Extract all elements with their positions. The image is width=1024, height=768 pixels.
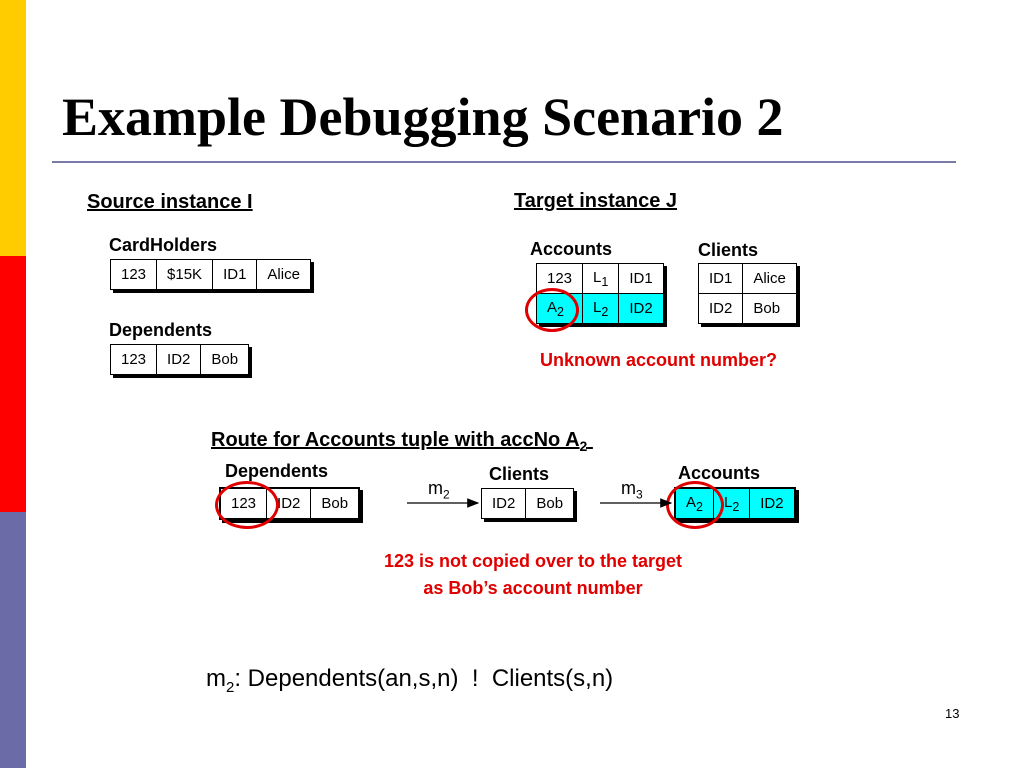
accent-bar-red [0,256,26,512]
route-heading: Route for Accounts tuple with accNo A2 [211,429,593,454]
mapping-formula: m2: Dependents(an,s,n) ! Clients(s,n) [206,665,613,696]
table-row: 123 $15K ID1 Alice [109,259,311,290]
dependents-table: 123 ID2 Bob [109,344,250,375]
table-cell: $15K [156,259,214,290]
route-heading-text: Route for Accounts tuple with accNo A [211,429,580,451]
route-note-line: 123 is not copied over to the target [383,551,683,571]
table-cell: Bob [525,488,575,519]
table-cell: Alice [256,259,311,290]
mapping-text: m [621,478,636,498]
table-cell: ID2 [156,344,202,375]
unknown-account-note: Unknown account number? [540,350,778,370]
route-note: 123 is not copied over to the target as … [320,548,746,602]
page-number: 13 [945,706,960,721]
mapping-subscript: 2 [443,487,450,502]
formula-m: m [206,665,226,692]
cell-text: L [723,493,733,511]
cell-subscript: 2 [601,304,609,319]
route-dependents-label: Dependents [225,461,329,481]
target-heading: Target instance J [514,190,678,212]
slide-title: Example Debugging Scenario 2 [62,87,784,147]
clients-label: Clients [698,240,759,260]
route-note-line: as Bob’s account number [423,578,643,598]
mapping-subscript: 3 [636,487,643,502]
table-cell: ID2 [749,487,796,520]
table-cell: ID1 [212,259,258,290]
table-cell: Bob [200,344,250,375]
cell-subscript: 2 [732,499,740,514]
accounts-label: Accounts [530,239,613,259]
table-cell: Bob [310,487,360,520]
table-cell: 123 [109,344,158,375]
cell-text: L [593,268,602,286]
dependents-label: Dependents [109,320,213,340]
route-clients-table: ID2 Bob [480,488,575,519]
formula-text: : Dependents(an,s,n) ! Clients(s,n) [234,665,614,692]
mapping-m2-label: m2 [428,478,450,502]
table-cell: ID2 [618,293,664,324]
route-clients-label: Clients [489,464,550,484]
table-row: ID1 Alice [697,263,797,294]
table-cell: ID2 [697,293,744,324]
highlight-circle [525,288,579,332]
mapping-m3-label: m3 [621,478,643,502]
table-cell: L2 [582,293,620,324]
route-heading-subscript: 2 [579,438,588,454]
table-cell: Bob [742,293,797,324]
route-accounts-label: Accounts [678,463,761,483]
mapping-text: m [428,478,443,498]
table-cell: ID2 [480,488,527,519]
formula-subscript: 2 [226,678,235,696]
table-row: ID2 Bob [697,293,797,324]
table-cell: L1 [582,263,620,294]
table-cell: 123 [109,259,158,290]
cell-subscript: 1 [601,274,609,289]
title-divider [52,161,956,163]
accent-bar-yellow [0,0,26,256]
table-row: 123 ID2 Bob [109,344,250,375]
clients-table: ID1 Alice ID2 Bob [697,263,797,324]
cardholders-label: CardHolders [109,235,218,255]
table-cell: Alice [742,263,797,294]
accent-bar-purple [0,512,26,768]
highlight-circle [215,481,279,529]
source-heading: Source instance I [87,191,253,213]
cell-text: L [593,298,602,316]
cardholders-table: 123 $15K ID1 Alice [109,259,311,290]
table-row: ID2 Bob [480,488,575,519]
